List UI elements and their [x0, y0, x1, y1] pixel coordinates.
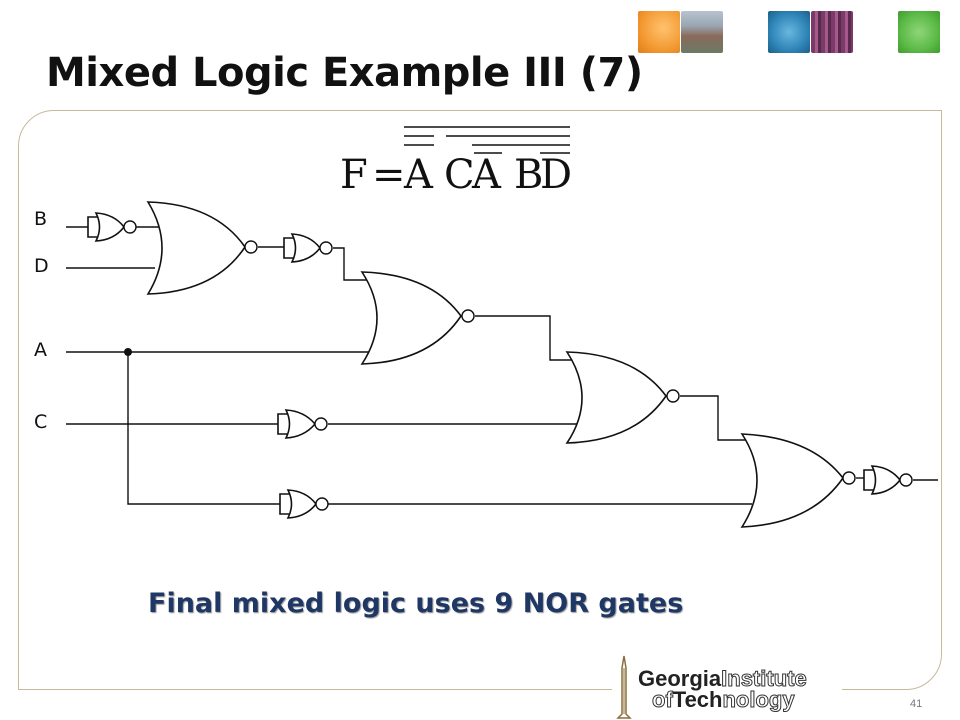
inverter-bubble [319, 241, 333, 255]
wire-a-branch [127, 352, 280, 505]
diagram-caption: Final mixed logic uses 9 NOR gates [148, 588, 684, 619]
header-tile-blue [768, 11, 810, 53]
nor-bubble [666, 389, 680, 403]
junction-dot [124, 348, 132, 356]
formula-term-d: D [540, 152, 572, 198]
nor-bubble [461, 309, 475, 323]
input-label-b: B [34, 208, 48, 230]
content-frame [18, 110, 942, 690]
nor-inverter-output [863, 465, 913, 495]
header-tile-green [898, 11, 940, 53]
wire-inv2-out [333, 247, 375, 281]
inverter-bubble [315, 497, 329, 511]
wire-nor2-out [475, 315, 575, 361]
input-label-d: D [34, 255, 49, 277]
nor-inverter-2 [283, 233, 333, 263]
tech-tower-icon [616, 655, 632, 719]
logo-line-1: GeorgiaInstitute [638, 666, 807, 692]
inverter-bubble [899, 473, 913, 487]
header-photo-circuit [811, 11, 853, 53]
slide-title: Mixed Logic Example III (7) [46, 50, 643, 96]
boolean-expression: F = A C A B D [340, 126, 572, 198]
formula-term-a2: A [471, 152, 502, 198]
nor-inverter-c [277, 409, 328, 439]
formula-term-b: B [514, 152, 543, 198]
nor-inverter-a [279, 489, 329, 519]
input-wires [66, 226, 370, 505]
logo-line-2: ofTechnology [652, 687, 796, 713]
page-number: 41 [910, 698, 923, 710]
nor-bubble [244, 240, 258, 254]
formula-term-a1: A [403, 152, 434, 198]
input-label-a: A [34, 339, 47, 361]
nor-gate-3 [565, 351, 680, 444]
nor-gate-1 [146, 201, 258, 295]
wire-nor3-out [680, 395, 750, 441]
nor-inverter-b [87, 212, 137, 242]
formula-lhs: F [340, 152, 368, 198]
inverter-bubble [123, 220, 137, 234]
formula-equals: = [372, 152, 406, 198]
nor-bubble [842, 471, 856, 485]
input-label-c: C [34, 411, 48, 433]
nor-gate-4 [740, 433, 856, 528]
inverter-bubble [314, 417, 328, 431]
georgia-tech-logo: GeorgiaInstitute ofTechnology [612, 652, 842, 720]
header-tile-orange [638, 11, 680, 53]
formula-term-c: C [444, 152, 475, 198]
internal-wires [136, 226, 938, 505]
nor-gate-2 [360, 271, 475, 365]
header-photo-campus [681, 11, 723, 53]
